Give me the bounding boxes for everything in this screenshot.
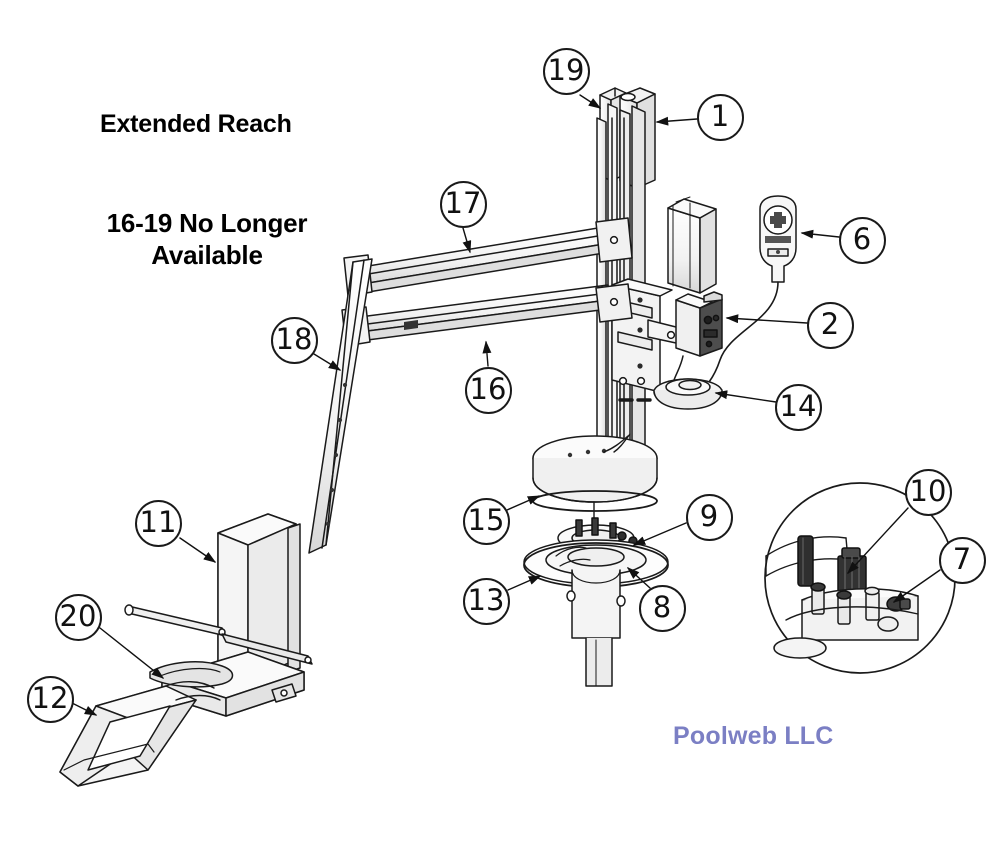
- callout-6[interactable]: 6: [838, 216, 886, 264]
- callout-label: 6: [852, 221, 872, 256]
- callout-19[interactable]: 19: [542, 47, 590, 95]
- leader-2: [725, 314, 808, 324]
- callout-17[interactable]: 17: [439, 180, 487, 228]
- leader-18: [313, 353, 342, 371]
- leader-7: [892, 569, 941, 603]
- battery-pack: [667, 196, 717, 294]
- note-availability: 16-19 No Longer Available: [106, 208, 308, 270]
- boom-arm-group: [341, 217, 633, 347]
- callout-label: 15: [467, 502, 505, 537]
- leader-20: [99, 627, 165, 679]
- brand-watermark: Poolweb LLC: [673, 722, 834, 750]
- leader-17: [462, 227, 472, 254]
- leader-10: [847, 507, 909, 575]
- callout-20[interactable]: 20: [54, 593, 102, 641]
- actuator-mast-group: [573, 87, 682, 459]
- seat-assembly-group: [59, 513, 313, 787]
- note-extended-reach: Extended Reach: [100, 110, 292, 138]
- callout-8[interactable]: 8: [638, 584, 686, 632]
- callout-label: 17: [444, 185, 482, 220]
- callout-2[interactable]: 2: [806, 301, 854, 349]
- callout-9[interactable]: 9: [685, 493, 733, 541]
- callout-label: 19: [547, 52, 585, 87]
- hand-control-group: [693, 195, 797, 397]
- callout-label: 10: [909, 473, 947, 508]
- callout-label: 2: [820, 306, 840, 341]
- callout-label: 20: [59, 598, 97, 633]
- callout-label: 12: [31, 680, 69, 715]
- callout-7[interactable]: 7: [938, 536, 986, 584]
- callout-16[interactable]: 16: [464, 366, 512, 414]
- leader-16: [482, 340, 492, 367]
- charger-base-group: [653, 378, 723, 410]
- leader-15: [506, 495, 541, 511]
- callout-12[interactable]: 12: [26, 675, 74, 723]
- leader-8: [626, 567, 651, 589]
- callout-14[interactable]: 14: [774, 383, 822, 431]
- callout-10[interactable]: 10: [904, 468, 952, 516]
- callout-label: 11: [139, 504, 177, 539]
- base-cover-group: [532, 433, 658, 512]
- leader-12: [71, 702, 98, 716]
- leader-14: [714, 390, 777, 403]
- callout-label: 8: [652, 589, 672, 624]
- callout-label: 7: [952, 541, 972, 576]
- leader-13: [507, 575, 542, 591]
- callout-label: 18: [275, 321, 313, 356]
- leader-1: [655, 116, 698, 126]
- callout-13[interactable]: 13: [462, 577, 510, 625]
- callout-label: 9: [699, 498, 719, 533]
- callout-label: 1: [710, 98, 730, 133]
- callout-label: 13: [467, 582, 505, 617]
- callout-label: 16: [469, 371, 507, 406]
- callout-18[interactable]: 18: [270, 316, 318, 364]
- callout-label: 14: [779, 388, 817, 423]
- anchor-assembly-group: [523, 501, 669, 687]
- seat-support-arm-group: [308, 258, 373, 554]
- callout-15[interactable]: 15: [462, 497, 510, 545]
- control-box-group: [673, 291, 723, 381]
- detail-magnifier-group: [764, 482, 956, 674]
- callout-11[interactable]: 11: [134, 499, 182, 547]
- leader-11: [179, 537, 217, 563]
- callout-1[interactable]: 1: [696, 93, 744, 141]
- leader-9: [632, 522, 687, 546]
- leader-6: [800, 229, 840, 239]
- leader-19: [579, 94, 602, 109]
